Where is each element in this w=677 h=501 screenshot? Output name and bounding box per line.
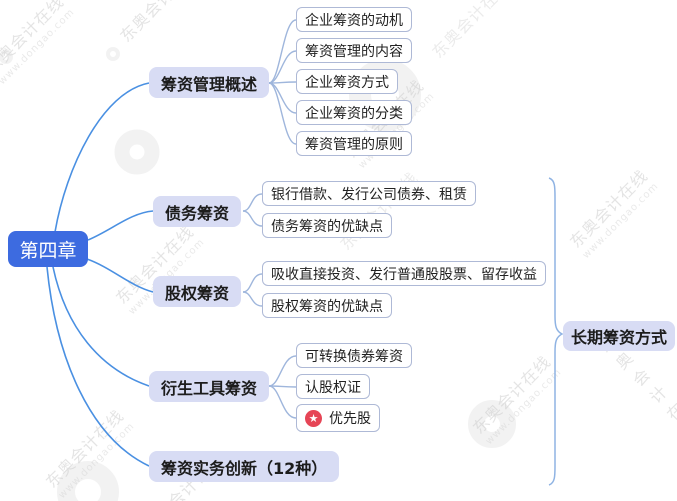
connector-branch4-child1 [268, 355, 297, 387]
child-label: 认股权证 [305, 379, 361, 396]
watermark-logo-icon [57, 461, 119, 501]
connector-branch4-child3 [268, 385, 297, 419]
child-node-4-2[interactable]: 认股权证 [296, 374, 370, 399]
branch-label: 筹资管理概述 [161, 74, 258, 94]
connector-root-branch5 [46, 266, 150, 467]
branch-node-3[interactable]: 股权筹资 [153, 276, 242, 307]
watermark-logo-icon [468, 400, 516, 448]
child-node-4-1[interactable]: 可转换债券筹资 [296, 343, 412, 368]
bracket-label[interactable]: 长期筹资方式 [563, 321, 676, 351]
child-label: 股权筹资的优缺点 [271, 298, 383, 315]
child-label: 吸收直接投资、发行普通股股票、留存收益 [271, 266, 537, 283]
root-node[interactable]: 第四章 [8, 231, 88, 267]
child-node-1-2[interactable]: 筹资管理的内容 [296, 38, 412, 63]
connector-branch2-child2 [242, 210, 263, 227]
branch-node-4[interactable]: 衍生工具筹资 [149, 371, 270, 402]
child-label: 债务筹资的优缺点 [271, 218, 383, 235]
branch-label: 债务筹资 [165, 203, 230, 223]
child-node-4-3[interactable]: ★ 优先股 [296, 404, 380, 432]
child-label: 筹资管理的原则 [305, 136, 403, 153]
star-icon: ★ [305, 409, 322, 427]
child-node-2-1[interactable]: 银行借款、发行公司债券、租赁 [262, 181, 476, 206]
child-node-3-1[interactable]: 吸收直接投资、发行普通股股票、留存收益 [262, 261, 546, 286]
branch-node-5[interactable]: 筹资实务创新（12种） [149, 451, 340, 482]
connector-root-branch4 [52, 266, 150, 387]
child-label: 企业筹资的动机 [305, 12, 403, 29]
branch-label: 股权筹资 [165, 283, 230, 303]
child-node-2-2[interactable]: 债务筹资的优缺点 [262, 213, 392, 238]
connector-root-branch3 [86, 258, 154, 293]
connector-branch3-child2 [242, 291, 263, 307]
branch-label: 衍生工具筹资 [161, 378, 258, 398]
child-node-1-5[interactable]: 筹资管理的原则 [296, 131, 412, 156]
watermark-logo-icon [0, 50, 13, 64]
watermark-logo-icon [114, 129, 160, 175]
child-label: 优先股 [329, 411, 371, 427]
child-node-1-1[interactable]: 企业筹资的动机 [296, 7, 412, 32]
child-node-3-2[interactable]: 股权筹资的优缺点 [262, 293, 392, 318]
child-label: 企业筹资的分类 [305, 105, 403, 122]
child-label: 企业筹资方式 [305, 74, 389, 91]
branch-label: 筹资实务创新（12种） [161, 458, 328, 478]
connector-root-branch1 [54, 82, 150, 233]
root-label: 第四章 [19, 239, 77, 262]
branch-node-2[interactable]: 债务筹资 [153, 196, 242, 227]
connector-root-branch2 [87, 210, 154, 241]
connector-branch2-child1 [242, 193, 263, 212]
branch-node-1[interactable]: 筹资管理概述 [149, 67, 270, 98]
watermark-logo-icon [106, 47, 120, 61]
child-label: 银行借款、发行公司债券、租赁 [271, 186, 467, 203]
connector-branch1-child1 [268, 19, 297, 84]
connector-branch3-child1 [242, 273, 263, 293]
connector-branch1-child2 [268, 50, 297, 84]
child-node-1-4[interactable]: 企业筹资的分类 [296, 100, 412, 125]
connector-branch1-child5 [268, 82, 297, 145]
child-label: 可转换债券筹资 [305, 348, 403, 365]
child-label: 筹资管理的内容 [305, 43, 403, 60]
child-node-1-3[interactable]: 企业筹资方式 [296, 69, 398, 94]
bracket-brace [548, 177, 564, 486]
